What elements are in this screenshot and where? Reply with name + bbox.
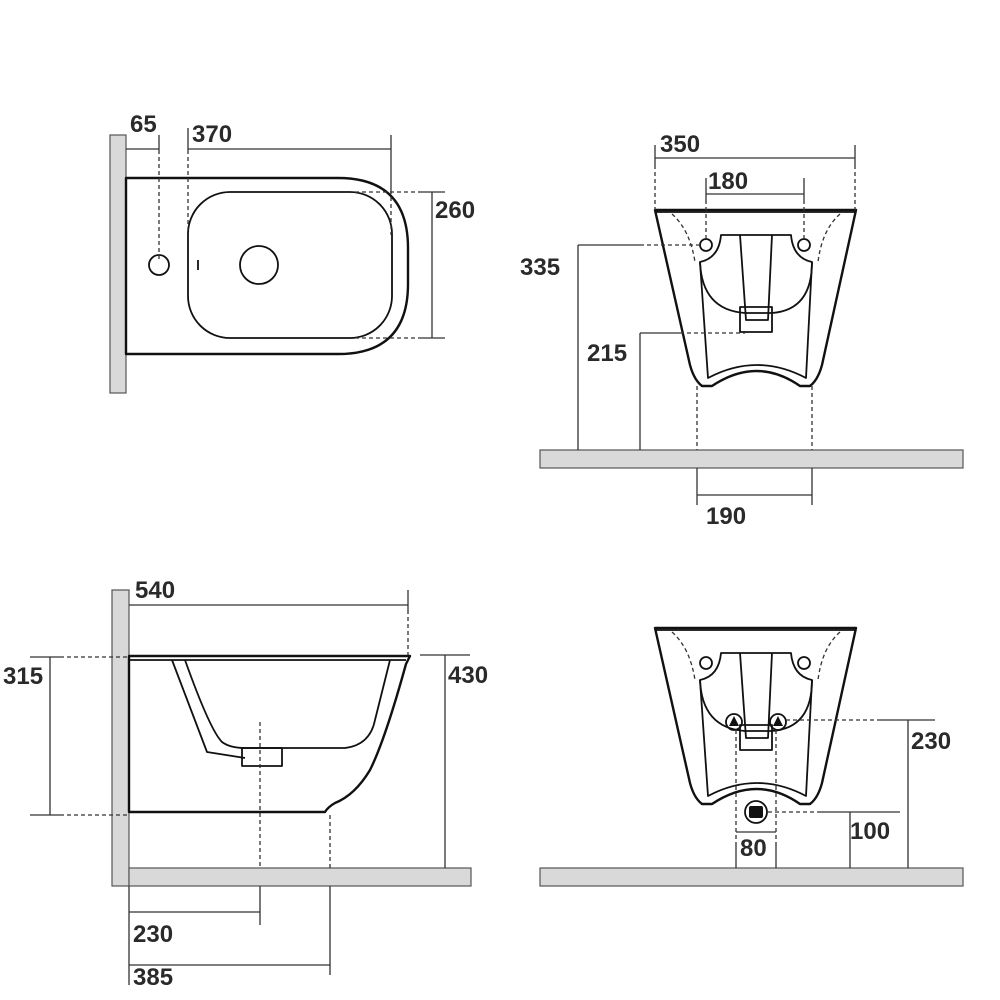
dim-230-inlet: 230 (911, 728, 951, 755)
waste-outlet-icon (744, 800, 768, 824)
dim-190: 190 (706, 503, 746, 530)
dim-335: 335 (520, 254, 560, 281)
dim-430: 430 (448, 662, 488, 689)
drain-icon (239, 245, 279, 285)
top-view: 65 370 260 (109, 111, 475, 394)
dim-100: 100 (850, 818, 890, 845)
floor (539, 449, 964, 469)
wall (111, 589, 130, 887)
dim-385: 385 (133, 964, 173, 991)
dim-65: 65 (130, 111, 157, 138)
dim-260: 260 (435, 197, 475, 224)
dim-80: 80 (740, 835, 767, 862)
wall (109, 134, 127, 394)
dim-540: 540 (135, 577, 175, 604)
water-inlet-icon (725, 713, 787, 731)
connection-view: 230 100 80 (539, 626, 964, 887)
side-view: 540 315 430 230 385 (3, 577, 488, 991)
dim-370: 370 (192, 121, 232, 148)
dim-230: 230 (133, 921, 173, 948)
front-view: 350 180 335 215 190 (520, 131, 964, 530)
bowl-outline (187, 191, 393, 339)
floor (539, 867, 964, 887)
floor (128, 867, 472, 887)
dim-350: 350 (660, 131, 700, 158)
bidet-body-outline (127, 654, 412, 814)
dim-215: 215 (587, 340, 627, 367)
bidet-body-outline (124, 176, 410, 356)
dim-315: 315 (3, 663, 43, 690)
dim-180: 180 (708, 168, 748, 195)
